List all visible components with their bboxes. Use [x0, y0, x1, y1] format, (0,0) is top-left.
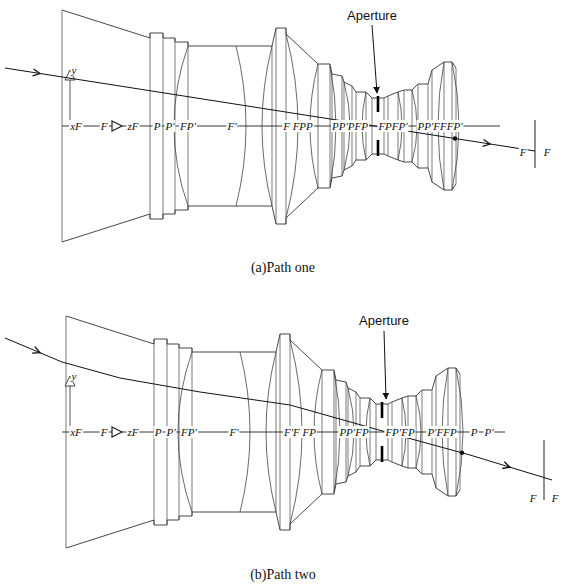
- ray-direction: [33, 69, 40, 76]
- aperture-label: Aperture: [358, 314, 410, 328]
- point-label: PP'FFFP': [416, 120, 463, 132]
- subfigure-caption: (a)Path one: [250, 260, 316, 275]
- axis-name: y: [71, 370, 78, 382]
- light-ray: [5, 68, 535, 151]
- barrel-bottom: [66, 460, 460, 548]
- point-label: P: [470, 426, 479, 438]
- ray-point: [460, 451, 464, 455]
- ray-direction: [483, 139, 490, 146]
- image-plane: [544, 440, 545, 500]
- lens-barrel: [5, 316, 552, 548]
- ray-direction: [32, 347, 40, 353]
- z-axis-arrow: [112, 427, 122, 437]
- barrel-top: [66, 316, 460, 404]
- point-label: P: [153, 120, 162, 132]
- image-plane: [535, 120, 536, 168]
- axis-name: zF: [127, 120, 140, 132]
- aperture-stop: [381, 446, 384, 462]
- point-label: F: [529, 492, 538, 504]
- point-label: P'FFP: [426, 426, 457, 438]
- point-label: PP'FP: [338, 426, 369, 438]
- point-label: PP'PFP: [331, 120, 369, 132]
- axis-name: xF: [69, 120, 83, 132]
- point-label: FP'FP: [384, 426, 415, 438]
- axis-name: y: [71, 64, 78, 76]
- point-label: F FPP: [282, 120, 314, 132]
- subfigure-caption: (b)Path two: [249, 567, 317, 582]
- point-label: FP': [179, 120, 197, 132]
- aperture-stop: [377, 140, 380, 156]
- aperture-leader: [384, 331, 386, 399]
- point-label: FP': [180, 426, 198, 438]
- barrel-top: [62, 10, 456, 98]
- point-label: P': [165, 426, 176, 438]
- point-label: P: [154, 426, 163, 438]
- point-label: F': [228, 426, 239, 438]
- point-label: F'F FP: [283, 426, 317, 438]
- aperture-label: Aperture: [346, 9, 398, 23]
- point-label: F: [519, 146, 528, 158]
- aperture-stop: [381, 402, 384, 418]
- barrel-bottom: [62, 154, 456, 242]
- ray-direction: [502, 462, 510, 469]
- point-label: F: [100, 426, 109, 438]
- point-label: F: [551, 492, 560, 504]
- ray-point: [453, 136, 457, 140]
- point-label: P': [164, 120, 175, 132]
- axis-name: xF: [69, 426, 83, 438]
- point-label: P': [483, 426, 494, 438]
- light-ray: [5, 338, 552, 480]
- point-label: F': [226, 120, 237, 132]
- axis-name: zF: [127, 426, 140, 438]
- z-axis-arrow: [112, 121, 122, 131]
- aperture-leader: [372, 25, 377, 93]
- aperture-stop: [377, 96, 380, 112]
- point-label: FPFP': [377, 120, 408, 132]
- lens-barrel: [5, 10, 535, 242]
- point-label: F: [100, 120, 109, 132]
- point-label: F: [543, 146, 552, 158]
